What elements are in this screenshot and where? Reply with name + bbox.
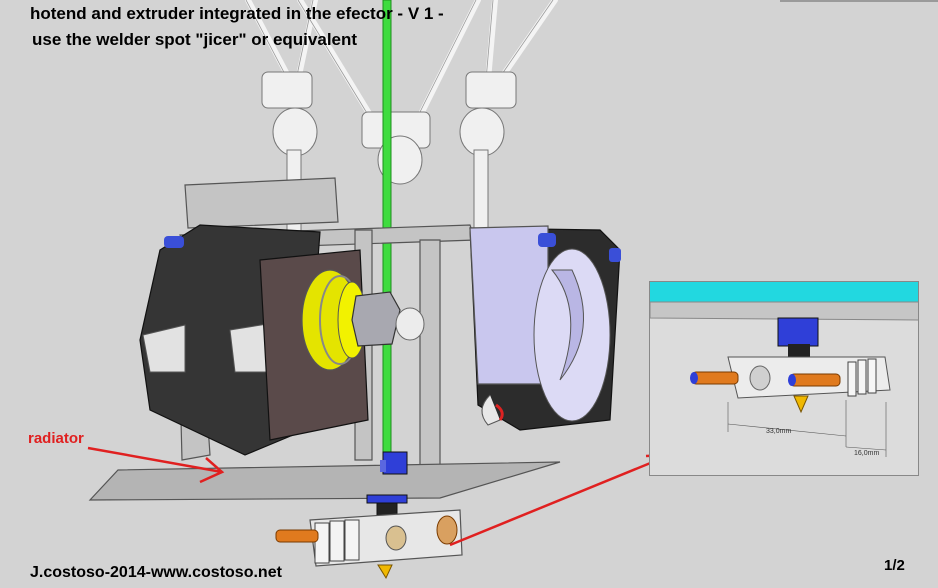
radiator-label: radiator [28,430,84,447]
frame-nut [382,451,408,475]
top-edge-bar [780,0,938,2]
hotend-detail-inset: 33,0mm 16,0mm [649,281,919,476]
dimension-label-a: 33,0mm [766,428,791,435]
cooling-fan [469,225,621,431]
hotend-block [275,494,463,580]
author-credit: J.costoso-2014-www.costoso.net [30,564,282,581]
page-title-line-2: use the welder spot "jicer" or equivalen… [32,30,358,49]
hotend-detail-drawing: 33,0mm 16,0mm [650,282,918,457]
page-number: 1/2 [884,557,905,574]
dimension-label-b: 16,0mm [854,450,879,457]
page-title-line-1: hotend and extruder integrated in the ef… [30,4,444,23]
idler-bolt [351,291,425,347]
